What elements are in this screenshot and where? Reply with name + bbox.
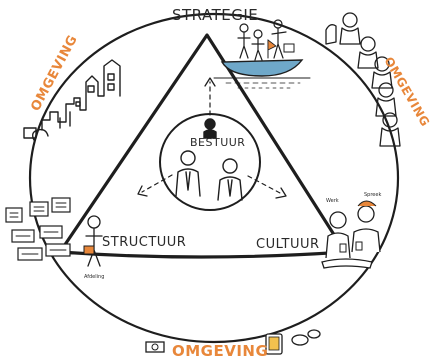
city-skyline-icon [23, 59, 121, 141]
people-group-icon [325, 12, 401, 147]
environment-circle [28, 12, 400, 344]
boat-scene-icon [213, 19, 311, 89]
annotation-afdeling: Afdeling [84, 274, 104, 280]
label-structuur: STRUCTUUR [102, 235, 186, 250]
label-strategie: STRATEGIE [172, 6, 258, 24]
coins-icon [291, 329, 321, 346]
label-bestuur: BESTUUR [190, 136, 245, 149]
money-icon [145, 341, 165, 353]
label-cultuur: CULTUUR [256, 237, 320, 252]
arrowheads [137, 77, 287, 199]
org-chart-icon [5, 197, 103, 267]
label-omgeving-bottom: OMGEVING [172, 342, 268, 360]
annotation-spreek: Spreek [364, 192, 381, 198]
label-omgeving-right: OMGEVING [381, 55, 430, 129]
annotation-werk: Werk [326, 198, 339, 204]
dashed-arrows [141, 81, 283, 195]
tablet-icon [265, 333, 283, 355]
board-figures-icon [175, 118, 243, 201]
culture-people-icon [321, 200, 381, 269]
